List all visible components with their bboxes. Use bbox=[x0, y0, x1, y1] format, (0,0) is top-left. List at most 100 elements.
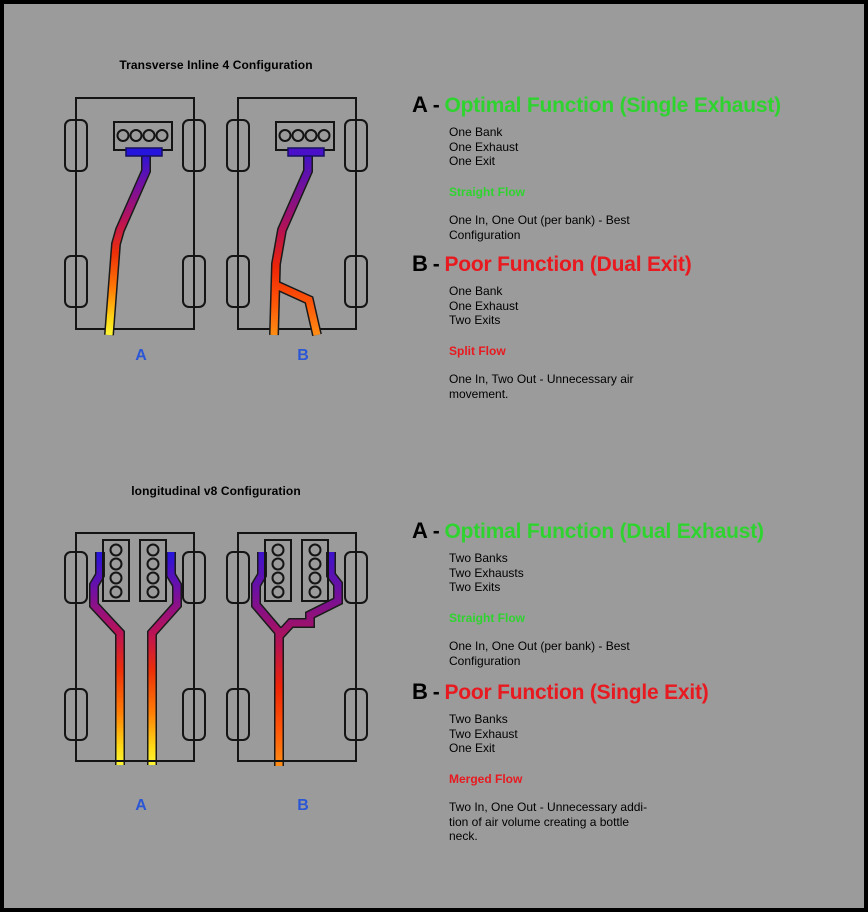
exhaust-manifold bbox=[125, 147, 163, 157]
car-body-outline bbox=[75, 97, 195, 330]
spec-line: Two Exhausts bbox=[449, 565, 524, 580]
chassis-bottom-b bbox=[226, 532, 368, 762]
spec-line: One Exit bbox=[449, 741, 496, 755]
entry-dash: - bbox=[432, 94, 440, 117]
spec-list: Two Banks Two Exhausts Two Exits bbox=[449, 551, 852, 595]
cylinder bbox=[317, 129, 331, 142]
cylinder bbox=[146, 585, 160, 599]
wheel bbox=[64, 255, 88, 308]
wheel bbox=[226, 255, 250, 308]
cylinder bbox=[271, 571, 285, 585]
cylinder bbox=[291, 129, 305, 142]
cylinder bbox=[271, 557, 285, 571]
engine-bank bbox=[102, 539, 130, 602]
entry-heading-text: Optimal Function (Dual Exhaust) bbox=[444, 520, 765, 543]
exhaust-manifold bbox=[287, 147, 325, 157]
exhaust-pipe-bottom-a bbox=[89, 552, 182, 765]
wheel bbox=[182, 551, 206, 604]
wheel bbox=[226, 688, 250, 741]
entry-top-a: A-Optimal Function (Single Exhaust) One … bbox=[412, 92, 852, 242]
entry-letter: A bbox=[412, 518, 428, 543]
spec-line: Two Exhaust bbox=[449, 726, 518, 741]
entry-top-b: B-Poor Function (Dual Exit) One Bank One… bbox=[412, 251, 852, 401]
wheel bbox=[344, 688, 368, 741]
cylinder bbox=[116, 129, 130, 142]
note-text: One In, One Out (per bank) - Best Config… bbox=[449, 639, 630, 668]
engine-bank bbox=[301, 539, 329, 602]
spec-line: Two Exits bbox=[449, 580, 501, 594]
cylinder bbox=[142, 129, 156, 142]
chassis-top-b bbox=[226, 97, 368, 330]
wheel bbox=[226, 119, 250, 172]
chassis-bottom-a bbox=[64, 532, 206, 762]
entry-heading-text: Optimal Function (Single Exhaust) bbox=[444, 94, 782, 117]
cylinder bbox=[271, 543, 285, 557]
cylinder bbox=[304, 129, 318, 142]
diagram-label-b: B bbox=[297, 797, 309, 814]
wheel bbox=[64, 551, 88, 604]
spec-line: One Exhaust bbox=[449, 139, 519, 154]
section-title-inline4: Transverse Inline 4 Configuration bbox=[119, 58, 313, 72]
section-title-v8: longitudinal v8 Configuration bbox=[131, 484, 301, 498]
cylinder bbox=[308, 557, 322, 571]
wheel bbox=[64, 119, 88, 172]
exhaust-pipe-top-b bbox=[269, 147, 325, 337]
entry-dash: - bbox=[432, 253, 440, 276]
diagram-label-a: A bbox=[135, 347, 147, 364]
car-body-outline bbox=[237, 532, 357, 762]
spec-line: One Bank bbox=[449, 125, 503, 139]
note-text: One In, One Out (per bank) - Best Config… bbox=[449, 213, 630, 242]
wheel bbox=[344, 255, 368, 308]
flow-label: Straight Flow bbox=[449, 184, 525, 199]
flow-label: Split Flow bbox=[449, 343, 506, 358]
engine-bank bbox=[139, 539, 167, 602]
spec-line: One Bank bbox=[449, 284, 503, 298]
spec-line: One Exhaust bbox=[449, 298, 519, 313]
wheel bbox=[344, 551, 368, 604]
cylinder bbox=[146, 571, 160, 585]
entry-heading: B-Poor Function (Single Exit) bbox=[412, 679, 852, 706]
wheel bbox=[64, 688, 88, 741]
entry-heading-text: Poor Function (Dual Exit) bbox=[444, 253, 692, 276]
cylinder bbox=[271, 585, 285, 599]
note-text: Two In, One Out - Unnecessary addi- tion… bbox=[449, 800, 648, 843]
cylinder bbox=[278, 129, 292, 142]
car-body-outline bbox=[75, 532, 195, 762]
car-body-outline bbox=[237, 97, 357, 330]
entry-letter: B bbox=[412, 251, 428, 276]
spec-line: Two Banks bbox=[449, 712, 508, 726]
exhaust-pipe-bottom-b bbox=[251, 552, 343, 766]
spec-line: One Exit bbox=[449, 154, 496, 168]
entry-bottom-a: A-Optimal Function (Dual Exhaust) Two Ba… bbox=[412, 518, 852, 668]
cylinder bbox=[109, 585, 123, 599]
diagram-label-a: A bbox=[135, 797, 147, 814]
entry-dash: - bbox=[432, 520, 440, 543]
spec-line: Two Banks bbox=[449, 551, 508, 565]
chassis-top-a bbox=[64, 97, 206, 330]
flow-label: Merged Flow bbox=[449, 771, 523, 786]
cylinder bbox=[109, 571, 123, 585]
wheel bbox=[182, 688, 206, 741]
cylinder bbox=[129, 129, 143, 142]
cylinder bbox=[109, 557, 123, 571]
wheel bbox=[226, 551, 250, 604]
entry-heading-text: Poor Function (Single Exit) bbox=[444, 681, 709, 704]
spec-list: Two Banks Two Exhaust One Exit bbox=[449, 712, 852, 756]
cylinder bbox=[308, 585, 322, 599]
entry-letter: B bbox=[412, 679, 428, 704]
wheel bbox=[344, 119, 368, 172]
spec-list: One Bank One Exhaust Two Exits bbox=[449, 284, 852, 328]
cylinder bbox=[155, 129, 169, 142]
entry-heading: A-Optimal Function (Dual Exhaust) bbox=[412, 518, 852, 545]
diagram-label-b: B bbox=[297, 347, 309, 364]
cylinder bbox=[109, 543, 123, 557]
flow-label: Straight Flow bbox=[449, 610, 525, 625]
cylinder bbox=[308, 543, 322, 557]
cylinder bbox=[308, 571, 322, 585]
wheel bbox=[182, 119, 206, 172]
note-text: One In, Two Out - Unnecessary air moveme… bbox=[449, 372, 634, 401]
cylinder bbox=[146, 557, 160, 571]
exhaust-pipe-top-a bbox=[104, 147, 163, 336]
entry-letter: A bbox=[412, 92, 428, 117]
